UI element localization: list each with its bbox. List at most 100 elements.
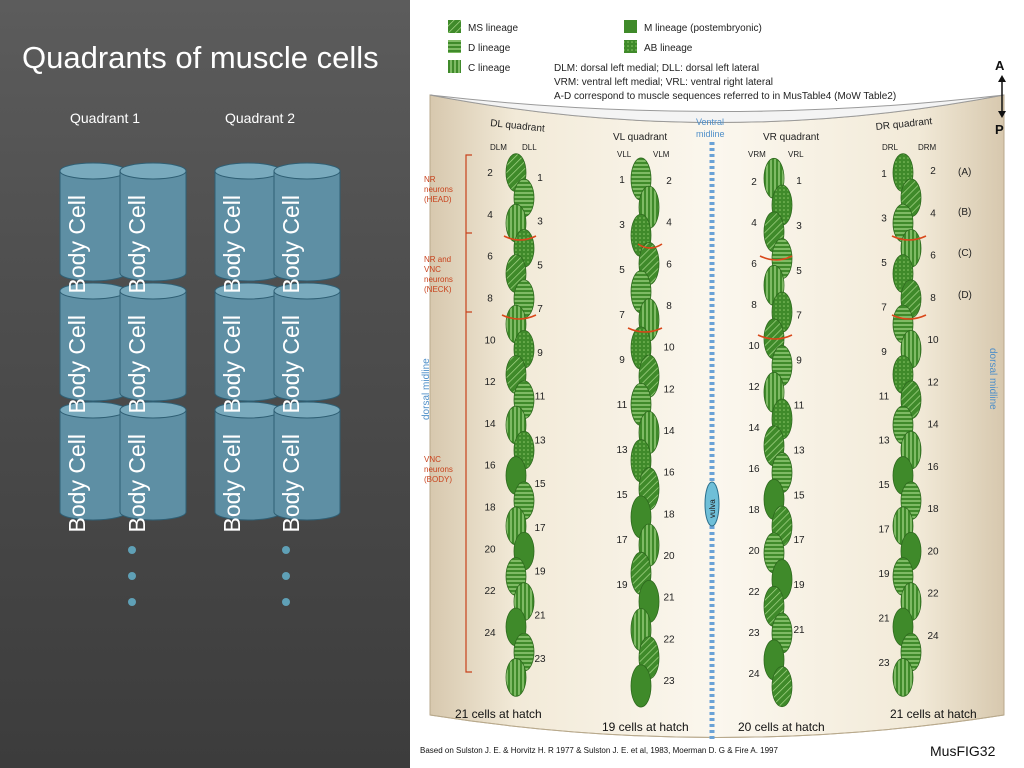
ventral-midline-label-2: midline	[696, 129, 725, 139]
dl-right-cell-number: 5	[537, 260, 543, 271]
dr-right-cell-number: 2	[930, 166, 936, 177]
dl-right-cell-number: 15	[534, 479, 546, 490]
cell-body-label: Body Cell	[219, 434, 245, 533]
neuron-neck-line: VNC	[424, 265, 441, 274]
posterior-label: P	[995, 122, 1004, 137]
dr-right-cell-number: 16	[927, 462, 939, 473]
dr-right-cell-number: 10	[927, 335, 939, 346]
dl-left-cell-number: 8	[487, 293, 493, 304]
sequence-boundary	[757, 334, 793, 340]
vl-left-cell-number: 5	[619, 265, 625, 276]
vr-col-left: VRM	[748, 150, 766, 159]
dl-right-cell-number: 21	[534, 610, 546, 621]
vr-footer: 20 cells at hatch	[738, 720, 825, 734]
vl-left-cell-number: 1	[619, 175, 625, 186]
muscle-quadrant-figure: MS lineage D lineage C lineage M lineage…	[410, 0, 1024, 768]
vr-right-cell-number: 17	[793, 535, 805, 546]
vr-left-cell-number: 8	[751, 300, 757, 311]
vl-right-cell-number: 2	[666, 176, 672, 187]
vr-left-cell-number: 10	[748, 341, 760, 352]
vl-right-cell-number: 22	[663, 634, 675, 645]
vr-quadrant-strand	[763, 157, 793, 708]
cell-body-label: Body Cell	[278, 434, 304, 533]
dr-left-cell-number: 5	[881, 258, 887, 269]
dl-left-cell-number: 10	[484, 335, 496, 346]
ellipsis-dots-q1	[128, 546, 136, 624]
muscle-cell	[630, 664, 652, 708]
vl-right-cell-number: 21	[663, 593, 675, 604]
neuron-head-line: neurons	[424, 185, 453, 194]
dl-col-right: DLL	[522, 143, 537, 152]
dr-right-cell-number: 24	[927, 631, 939, 642]
legend-ab: AB lineage	[644, 43, 693, 54]
vl-left-cell-number: 19	[616, 580, 628, 591]
dl-footer: 21 cells at hatch	[455, 707, 542, 721]
neuron-body-line: (BODY)	[424, 475, 452, 484]
vr-right-cell-number: 9	[796, 356, 802, 367]
vl-col-left: VLL	[617, 150, 632, 159]
vl-right-cell-number: 16	[663, 468, 675, 479]
dr-right-cell-number: 14	[927, 420, 939, 431]
vr-left-cell-number: 22	[748, 587, 760, 598]
dl-left-cell-number: 6	[487, 252, 493, 263]
dr-left-cell-number: 23	[878, 658, 890, 669]
vl-left-cell-number: 11	[617, 400, 628, 411]
vr-right-cell-number: 21	[793, 625, 805, 636]
ventral-midline-label-1: Ventral	[696, 117, 724, 127]
vl-right-cell-number: 18	[663, 509, 675, 520]
dr-left-cell-number: 3	[881, 213, 887, 224]
vl-quadrant-strand	[630, 157, 660, 708]
dl-right-cell-number: 23	[534, 654, 546, 665]
cell-body-cylinder	[214, 401, 282, 521]
vr-right-cell-number: 3	[796, 221, 802, 232]
neuron-head-line: NR	[424, 175, 436, 184]
neuron-neck-line: neurons	[424, 275, 453, 284]
dr-col-right: DRM	[918, 143, 937, 152]
sequence-boundary	[891, 314, 927, 320]
row-letter-b: (B)	[958, 207, 971, 218]
dr-left-cell-number: 1	[881, 169, 887, 180]
dl-left-cell-number: 24	[484, 628, 496, 639]
sequence-boundary	[759, 255, 793, 261]
legend-ms: MS lineage	[468, 23, 518, 34]
sequence-boundary	[637, 243, 663, 249]
sequence-boundary	[501, 314, 537, 320]
quadrant-2-label: Quadrant 2	[225, 110, 296, 126]
row-letter-d: (D)	[958, 290, 972, 301]
dl-right-cell-number: 11	[535, 392, 546, 403]
vr-left-cell-number: 6	[751, 259, 757, 270]
vl-left-cell-number: 13	[616, 445, 628, 456]
sequence-boundary	[503, 235, 537, 241]
cell-body-cylinder	[273, 401, 341, 521]
sequence-boundary	[891, 235, 927, 241]
vl-right-cell-number: 8	[666, 301, 672, 312]
dl-left-cell-number: 14	[484, 419, 496, 430]
dr-left-cell-number: 9	[881, 347, 887, 358]
cell-body-label: Body Cell	[278, 195, 304, 294]
cell-body-label: Body Cell	[219, 315, 245, 414]
cell-body-label: Body Cell	[219, 195, 245, 294]
vr-right-cell-number: 5	[796, 266, 802, 277]
cell-body-cylinders	[59, 162, 341, 521]
neuron-neck-line: (NECK)	[424, 285, 452, 294]
cell-body-cylinder	[273, 282, 341, 402]
cell-body-cylinder	[59, 162, 127, 282]
cell-body-cylinder	[273, 162, 341, 282]
ellipsis-dots-q2	[282, 546, 290, 624]
dl-right-cell-number: 3	[537, 217, 543, 228]
vr-left-cell-number: 16	[748, 464, 760, 475]
cell-body-label: Body Cell	[64, 434, 90, 533]
figure-id: MusFIG32	[930, 743, 996, 759]
dr-left-cell-number: 7	[881, 302, 887, 313]
dl-quadrant-strand	[505, 153, 535, 697]
vr-right-cell-number: 1	[796, 176, 802, 187]
cell-body-label: Body Cell	[64, 195, 90, 294]
neuron-neck-line: NR and	[424, 255, 451, 264]
vr-left-cell-number: 24	[748, 669, 760, 680]
dl-right-cell-number: 19	[534, 567, 546, 578]
legend-c: C lineage	[468, 63, 511, 74]
dorsal-midline-right: dorsal midline	[987, 348, 998, 410]
legend-c-swatch	[448, 60, 461, 73]
cell-body-cylinder	[214, 162, 282, 282]
dl-left-cell-number: 20	[484, 544, 496, 555]
